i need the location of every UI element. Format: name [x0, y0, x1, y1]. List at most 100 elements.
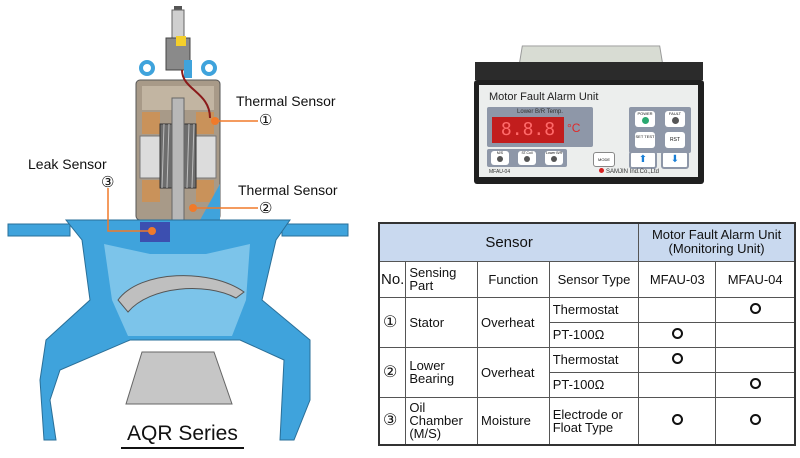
mfau-03-cell	[638, 321, 717, 348]
pump-cross-section-diagram	[7, 6, 349, 441]
ms-button[interactable]: M/S	[491, 151, 509, 165]
thermal-sensor-1-label: Thermal Sensor	[236, 93, 336, 109]
down-arrow-icon: ⬇	[670, 154, 680, 165]
mode-button[interactable]: MODE	[593, 152, 615, 167]
leak-sensor-3-label: Leak Sensor	[28, 156, 107, 172]
fault-led	[671, 117, 679, 124]
device-bezel: Motor Fault Alarm Unit Lower B/R Temp. 8…	[474, 80, 704, 184]
column-header-row: No. Sensing Part Function Sensor Type MF…	[378, 260, 796, 298]
mfau-03-cell	[638, 396, 717, 446]
table-header-row: Sensor Motor Fault Alarm Unit(Monitoring…	[378, 222, 796, 262]
sensing-part: Lower Bearing	[405, 346, 479, 398]
sensor-type: Thermostat	[548, 296, 640, 323]
st-coil-label: ST.Coil	[521, 151, 533, 155]
sensor-type: PT-100Ω	[548, 371, 640, 398]
fault-label: FAULT	[668, 111, 682, 116]
table-row: PT-100Ω	[379, 321, 796, 348]
sensor-type: PT-100Ω	[548, 321, 640, 348]
sensing-part: Stator	[405, 296, 479, 348]
power-led	[641, 117, 649, 124]
mfau-03-cell	[638, 296, 717, 323]
power-label: POWER	[637, 111, 653, 116]
col-header-sensor-type: Sensor Type	[548, 260, 640, 298]
device-maker: SAMJIN Ind.Co.,Ltd	[599, 168, 659, 175]
display-label: Lower B/R Temp.	[517, 109, 563, 115]
thermal-sensor-2-label: Thermal Sensor	[238, 182, 338, 198]
availability-mark-icon	[671, 353, 683, 364]
row-number: ①	[378, 296, 407, 348]
row-number: ③	[378, 396, 407, 446]
col-header-function: Function	[477, 260, 550, 298]
pump-body	[7, 219, 349, 441]
col-header-sensing-part: Sensing Part	[405, 260, 479, 298]
function: Overheat	[477, 346, 550, 398]
thermal-sensor-2-number: ②	[259, 200, 273, 217]
monitoring-unit-header-line2: (Monitoring Unit)	[668, 241, 765, 257]
ms-led	[497, 156, 503, 162]
lifting-eye-left	[139, 60, 155, 76]
availability-mark-icon	[671, 328, 683, 339]
availability-mark-icon	[749, 414, 761, 426]
sensor-type: Electrode or Float Type	[548, 396, 640, 446]
maker-name: SAMJIN Ind.Co.,Ltd	[606, 169, 660, 175]
availability-mark-icon	[671, 414, 683, 426]
monitoring-unit-header-line1: Motor Fault Alarm Unit	[651, 227, 782, 243]
sensor-button-strip: M/S ST.Coil Lower B/R	[487, 149, 567, 167]
mfau-04-cell	[715, 296, 796, 323]
display-panel: Lower B/R Temp. 8.8.8 °C	[487, 107, 593, 147]
ms-label: M/S	[496, 151, 504, 155]
lower-br-label: Lower B/R	[545, 151, 563, 155]
device-title: Motor Fault Alarm Unit	[489, 91, 599, 103]
mfau-04-cell	[715, 321, 796, 348]
table-row: PT-100Ω	[379, 371, 796, 398]
device-top-bezel	[475, 62, 703, 80]
power-button[interactable]: POWER	[635, 111, 655, 127]
lifting-eye-right	[201, 60, 217, 76]
function: Overheat	[477, 296, 550, 348]
thermal-sensor-1-number: ①	[259, 112, 273, 129]
col-header-mfau-03: MFAU-03	[638, 260, 717, 298]
motor-housing	[135, 69, 221, 239]
set-test-button[interactable]: SET TEST	[635, 132, 655, 148]
st-coil-led	[524, 156, 530, 162]
rst-button[interactable]: RST	[665, 132, 685, 148]
st-coil-button[interactable]: ST.Coil	[518, 151, 536, 165]
mfau-04-cell	[715, 346, 796, 373]
mfau-03-cell	[638, 371, 717, 398]
cable-gland	[165, 6, 192, 78]
device-model: MFAU-04	[489, 169, 511, 175]
row-number: ②	[378, 346, 407, 398]
col-header-mfau-04: MFAU-04	[715, 260, 796, 298]
callout-leak-sensor-3	[107, 188, 156, 235]
down-arrow-button[interactable]: ⬇	[661, 151, 689, 169]
availability-mark-icon	[749, 303, 761, 314]
lower-br-led	[551, 156, 557, 162]
monitoring-unit-header: Motor Fault Alarm Unit(Monitoring Unit)	[638, 222, 796, 262]
sensor-type: Thermostat	[548, 346, 640, 373]
availability-mark-icon	[749, 378, 761, 389]
sensing-part: Oil Chamber (M/S)	[405, 396, 479, 446]
maker-logo-icon	[599, 168, 604, 173]
leak-sensor-3-number: ③	[101, 174, 115, 191]
mfau-04-cell	[715, 371, 796, 398]
fault-button[interactable]: FAULT	[665, 111, 685, 127]
mfau-04-cell	[715, 396, 796, 446]
lower-br-button[interactable]: Lower B/R	[545, 151, 563, 165]
device-faceplate: Motor Fault Alarm Unit Lower B/R Temp. 8…	[479, 85, 698, 177]
function: Moisture	[477, 396, 550, 446]
sensor-spec-table: Sensor Motor Fault Alarm Unit(Monitoring…	[378, 222, 796, 446]
callout-thermal-sensor-1	[211, 117, 258, 125]
col-header-no: No.	[378, 260, 407, 298]
callout-thermal-sensor-2	[189, 204, 258, 212]
temperature-display: 8.8.8	[492, 117, 564, 143]
sensor-header: Sensor	[378, 222, 640, 262]
up-arrow-icon: ⬆	[638, 154, 648, 165]
up-arrow-button[interactable]: ⬆	[629, 151, 657, 169]
temperature-unit: °C	[567, 121, 581, 135]
series-label: AQR Series	[121, 422, 244, 449]
status-panel: POWER FAULT SET TEST RST	[629, 107, 691, 153]
